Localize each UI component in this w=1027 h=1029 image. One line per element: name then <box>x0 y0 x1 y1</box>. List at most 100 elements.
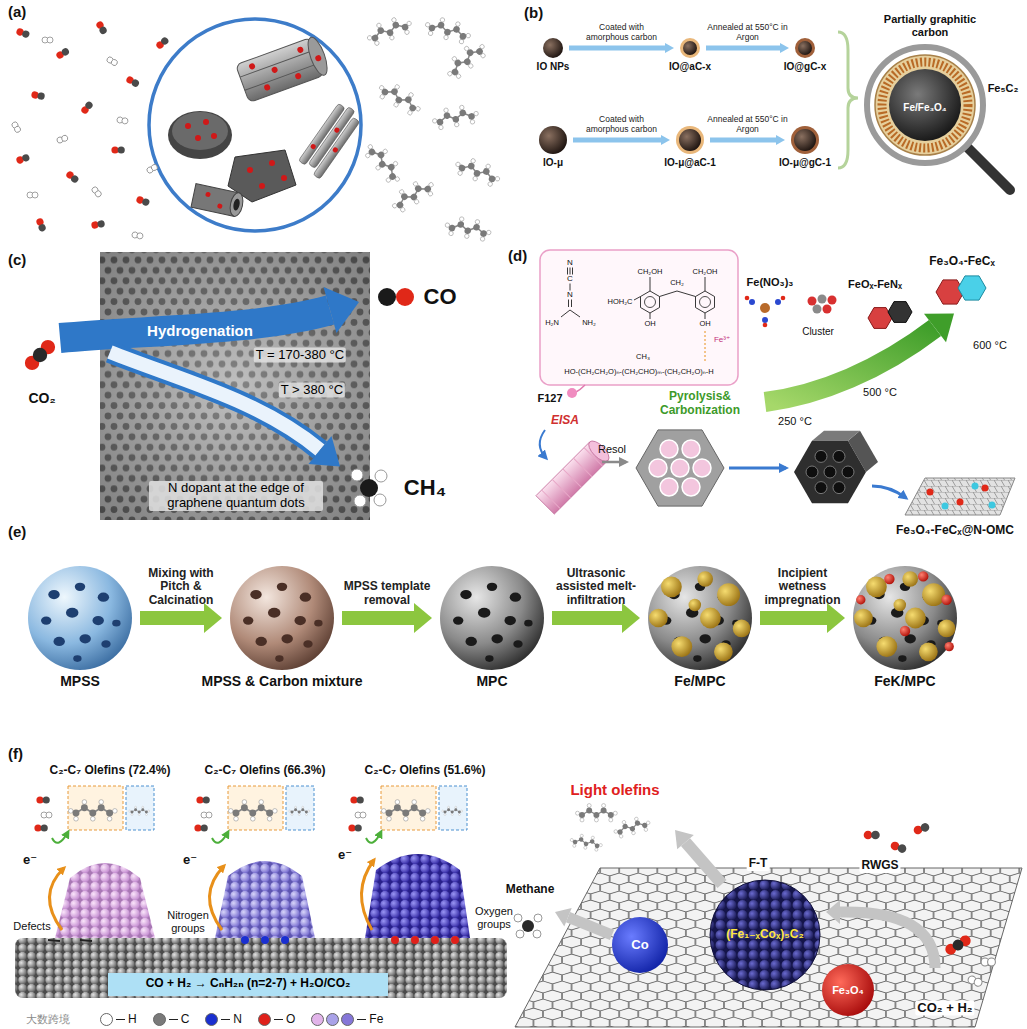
synthesis-illustration <box>958 276 986 300</box>
reactor-illustration <box>15 27 30 38</box>
drawing-part <box>866 576 887 597</box>
catalyst-illustration <box>348 824 361 831</box>
reactor-illustration <box>259 183 265 189</box>
synthesis-illustration <box>682 478 700 496</box>
reactor-illustration <box>296 46 304 54</box>
arrow-head <box>780 43 789 53</box>
drawing-part <box>689 599 701 611</box>
figure-label: CH₂OH <box>693 268 718 277</box>
catalyst-illustration <box>108 973 388 996</box>
catalyst-illustration <box>943 933 972 956</box>
drawing-part <box>314 620 322 627</box>
drawing-part <box>28 566 132 670</box>
tem-illustration <box>378 288 396 306</box>
figure-label: 600 °C <box>973 339 1007 352</box>
synthesis-illustration <box>812 431 860 441</box>
reactor-illustration <box>56 134 68 143</box>
synthesis-illustration <box>634 277 705 319</box>
tem-illustration <box>375 470 387 482</box>
arrow-shaft <box>569 46 665 51</box>
legend-dash <box>169 1019 178 1020</box>
drawing-part <box>733 620 751 638</box>
drawing-part <box>543 38 563 58</box>
catalyst-illustration <box>576 804 618 822</box>
synthesis-illustration <box>924 313 954 342</box>
synthesis-illustration <box>905 478 1015 515</box>
drawing-part <box>465 637 476 646</box>
drawing-part <box>700 608 721 629</box>
figure-label: CO + H₂ → CₙH₂ₙ (n=2-7) + H₂O/CO₂ <box>144 977 353 991</box>
catalyst-illustration <box>439 786 467 830</box>
reactor-illustration <box>441 37 490 82</box>
figure-label: Partially graphitic carbon <box>868 13 993 38</box>
drawing-part <box>854 609 873 628</box>
arrow-label: MPSS template removal <box>341 580 433 608</box>
particle-label: FeK/MPC <box>874 673 935 689</box>
figure-label: CH₂ <box>670 279 684 288</box>
particle-node: Fe/MPC <box>648 566 752 670</box>
drawing-part <box>491 634 502 643</box>
drawing-part <box>714 642 733 661</box>
catalyst-illustration <box>569 832 603 852</box>
drawing-part <box>303 640 312 647</box>
drawing-part <box>648 566 752 670</box>
catalyst-illustration <box>533 930 541 938</box>
reactor-illustration <box>27 192 38 198</box>
arrow-head <box>661 135 670 145</box>
drawing-part <box>101 640 110 647</box>
arrow-label: Annealed at 550°C in Argon <box>706 23 790 43</box>
synthesis-illustration <box>749 299 755 305</box>
drawing-part <box>513 640 522 647</box>
catalyst-illustration <box>212 832 228 843</box>
catalyst-illustration <box>194 824 207 831</box>
reactor-illustration <box>444 214 493 242</box>
magnifier-illustration <box>967 147 1010 190</box>
particle-node: IO-μ@aC-1 <box>676 126 704 154</box>
legend-item: Fe <box>311 1012 383 1026</box>
figure-label: EISA <box>551 414 579 428</box>
drawing-part <box>66 608 78 618</box>
drawing-part <box>92 616 103 625</box>
arrow-shaft <box>706 46 780 51</box>
synthesis-illustration <box>989 502 996 509</box>
drawing-part <box>945 642 954 651</box>
drawing-part <box>277 583 287 591</box>
catalyst-illustration <box>228 786 283 830</box>
drawing-part <box>791 126 819 154</box>
figure-label: Co <box>631 938 648 953</box>
reactor-illustration <box>111 146 124 153</box>
process-arrow <box>710 135 785 145</box>
magnifier-illustration <box>875 55 975 155</box>
synthesis-illustration <box>957 499 964 506</box>
legend-item: N <box>205 1012 242 1026</box>
catalyst-illustration <box>68 786 123 830</box>
synthesis-illustration <box>660 478 678 496</box>
magnifier-illustration <box>889 69 961 141</box>
figure-label: Fe(NO₃)₃ <box>747 276 794 289</box>
particle-drawing <box>28 566 132 670</box>
catalyst-illustration <box>126 786 154 830</box>
catalyst-illustration <box>201 812 212 818</box>
drawing-part <box>478 608 490 618</box>
synthesis-illustration <box>818 295 827 304</box>
drawing-part <box>693 655 701 662</box>
catalyst-illustration <box>442 806 463 815</box>
catalyst-illustration <box>355 812 366 818</box>
particle-label: IO-μ <box>543 157 563 169</box>
synthesis-illustration <box>567 388 577 398</box>
reactor-illustration <box>11 13 503 243</box>
figure-label: T > 380 °C <box>279 383 345 398</box>
catalyst-illustration <box>228 800 277 821</box>
particle-label: MPSS <box>60 673 100 689</box>
reactor-illustration <box>332 146 339 153</box>
reactor-illustration <box>294 72 302 80</box>
reactor-illustration <box>106 56 119 67</box>
particle-label: IO NPs <box>537 61 570 73</box>
synthesis-illustration <box>693 459 711 477</box>
reactor-illustration <box>211 133 217 139</box>
particle-drawing <box>440 566 544 670</box>
figure-label: C <box>567 274 573 283</box>
reactor-illustration <box>248 62 256 70</box>
reactor-illustration <box>146 163 159 174</box>
